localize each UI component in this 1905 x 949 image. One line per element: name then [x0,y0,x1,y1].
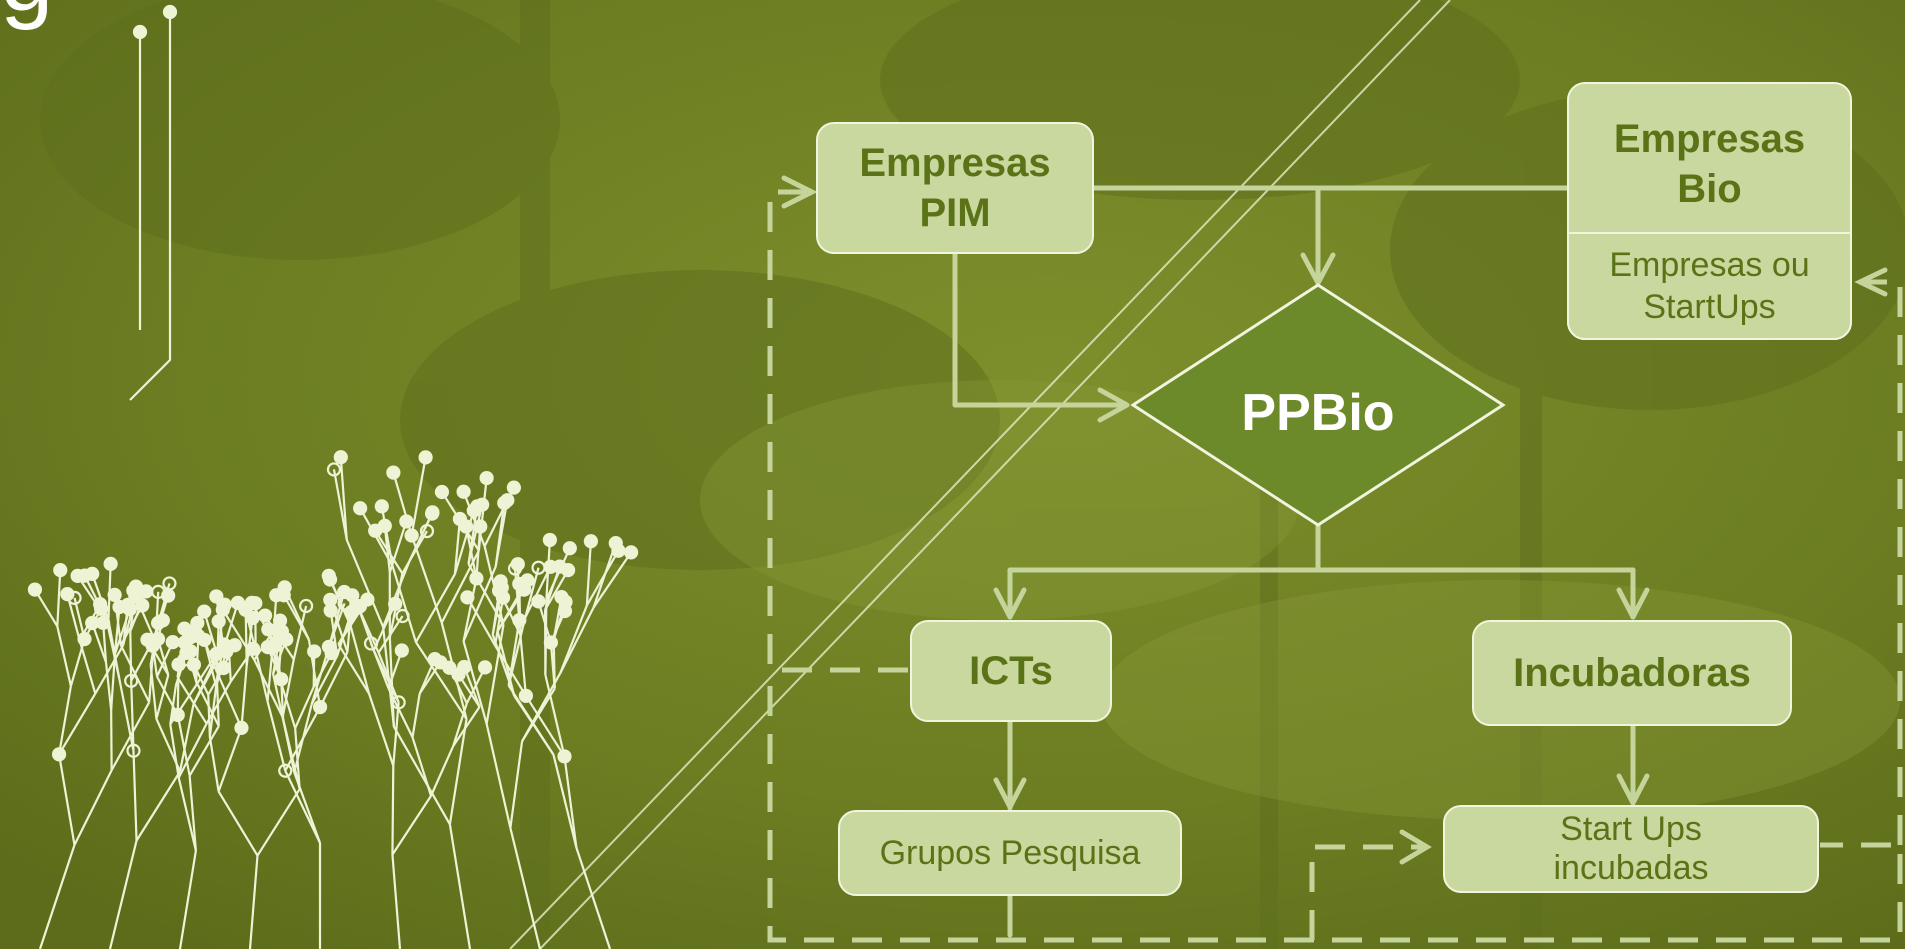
connector-pim-ppbio-left [952,252,1128,408]
node-empresas-bio-line2: Bio [1677,167,1742,211]
node-startups-incubadas-line1: Start Ups [1560,809,1702,848]
node-empresas-startups-line1: Empresas ou [1609,245,1810,284]
node-startups-incubadas-line2: incubadas [1553,849,1709,887]
node-empresas-bio-line1: Empresas [1613,117,1806,161]
node-grupos-pesquisa-label: Grupos Pesquisa [879,833,1141,872]
arrowhead-icts [993,587,1027,620]
node-ppbio-label: PPBio [1241,384,1395,442]
arrowhead-ppbio-left [1097,387,1130,423]
arrowhead-bio-right [1854,267,1888,297]
arrowhead-ppbio-top [1300,252,1336,286]
node-icts-label: ICTs [969,649,1053,693]
node-incubadoras[interactable]: Incubadoras [1472,620,1792,726]
arrowhead-startups-left [1399,829,1432,865]
arrowhead-incubadoras [1616,587,1650,620]
node-icts[interactable]: ICTs [910,620,1112,722]
dashed-right-return [1862,279,1903,845]
node-empresas-pim-line1: Empresas [859,141,1051,185]
dashed-bottom-frame [767,686,1903,943]
dashed-to-startups [1309,844,1425,940]
node-incubadoras-label: Incubadoras [1513,651,1751,695]
node-empresas-startups-line2: StartUps [1643,288,1776,326]
ppbio-diamond [1130,283,1506,527]
node-grupos-pesquisa[interactable]: Grupos Pesquisa [838,810,1182,896]
node-empresas-startups[interactable]: Empresas ou StartUps [1567,232,1852,340]
arrowhead-grupos [993,777,1027,810]
arrowhead-startups [1616,773,1650,806]
node-startups-incubadas[interactable]: Start Ups incubadas [1443,805,1819,893]
node-empresas-pim[interactable]: Empresas PIM [816,122,1094,254]
node-empresas-pim-line2: PIM [919,191,991,235]
dashed-icts-to-pim [767,189,908,673]
arrowhead-pim-left [781,175,818,209]
